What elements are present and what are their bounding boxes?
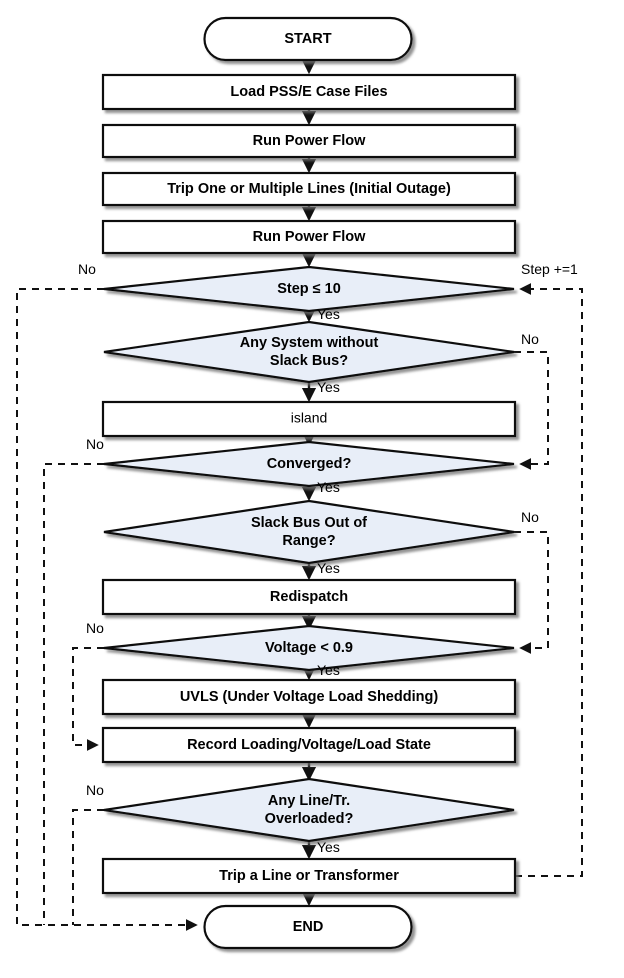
node-shape-overloaded — [103, 777, 515, 843]
edge-label-slackbus-yes: Yes — [317, 379, 340, 395]
node-end[interactable]: END — [203, 904, 413, 950]
node-label-uvls: UVLS (Under Voltage Load Shedding) — [180, 689, 438, 705]
node-shape-voltage — [103, 624, 515, 672]
node-shape-slackbus — [103, 320, 515, 384]
node-shape-pf2 — [101, 219, 517, 255]
node-label-record: Record Loading/Voltage/Load State — [187, 737, 431, 753]
node-slackrange[interactable]: Slack Bus Out of Range? — [103, 499, 515, 565]
node-load[interactable]: Load PSS/E Case Files — [101, 73, 517, 111]
node-label-slackbus: Slack Bus? — [270, 353, 348, 369]
edge-label-step-no: No — [78, 261, 96, 277]
node-trip[interactable]: Trip One or Multiple Lines (Initial Outa… — [101, 171, 517, 207]
node-converged[interactable]: Converged? — [103, 440, 515, 488]
node-shape-redispatch — [101, 578, 517, 616]
node-voltage[interactable]: Voltage < 0.9 — [103, 624, 515, 672]
edge-step-no-to-end — [16, 288, 198, 931]
node-label-converged: Converged? — [267, 456, 352, 472]
node-label-load: Load PSS/E Case Files — [230, 84, 387, 100]
node-shape-start — [203, 16, 413, 62]
node-step[interactable]: Step ≤ 10 — [103, 265, 515, 313]
node-label-voltage: Voltage < 0.9 — [265, 640, 353, 656]
node-start[interactable]: START — [203, 16, 413, 62]
node-label-end: END — [293, 919, 324, 935]
node-shape-island — [101, 400, 517, 438]
node-shape-trip — [101, 171, 517, 207]
edge-label-slackbus-no: No — [521, 331, 539, 347]
edge-label-step-increment: Step +=1 — [521, 261, 578, 277]
node-record[interactable]: Record Loading/Voltage/Load State — [101, 726, 517, 764]
edge-label-converged-no: No — [86, 436, 104, 452]
node-shape-pf1 — [101, 123, 517, 159]
node-shape-converged — [103, 440, 515, 488]
node-shape-tripline — [101, 857, 517, 895]
edge-label-slackrange-yes: Yes — [317, 560, 340, 576]
node-shape-end — [203, 904, 413, 950]
node-shape-record — [101, 726, 517, 764]
node-shape-uvls — [101, 678, 517, 716]
node-overloaded[interactable]: Any Line/Tr. Overloaded? — [103, 777, 515, 843]
node-label-slackrange: Slack Bus Out of — [251, 515, 367, 531]
node-label-slackbus: Any System without — [240, 335, 379, 351]
node-label-redispatch: Redispatch — [270, 589, 348, 605]
edge-label-slackrange-no: No — [521, 509, 539, 525]
edge-label-voltage-no: No — [86, 620, 104, 636]
edge-slackrange-no-to-voltage — [514, 531, 549, 654]
node-uvls[interactable]: UVLS (Under Voltage Load Shedding) — [101, 678, 517, 716]
edge-label-overloaded-yes: Yes — [317, 839, 340, 855]
edge-overloaded-no-to-end — [72, 809, 104, 925]
node-island[interactable]: island — [101, 400, 517, 438]
node-pf2[interactable]: Run Power Flow — [101, 219, 517, 255]
edge-converged-no-to-end — [43, 463, 104, 925]
edge-label-converged-yes: Yes — [317, 479, 340, 495]
dashed-edge-group — [16, 283, 583, 931]
node-tripline[interactable]: Trip a Line or Transformer — [101, 857, 517, 895]
node-label-overloaded: Overloaded? — [265, 811, 354, 827]
edge-label-voltage-yes: Yes — [317, 662, 340, 678]
node-shape-step — [103, 265, 515, 313]
node-label-island: island — [291, 410, 328, 426]
node-label-pf1: Run Power Flow — [253, 133, 367, 149]
edge-label-overloaded-no: No — [86, 782, 104, 798]
node-label-tripline: Trip a Line or Transformer — [219, 868, 399, 884]
node-shape-load — [101, 73, 517, 111]
node-shape-slackrange — [103, 499, 515, 565]
node-redispatch[interactable]: Redispatch — [101, 578, 517, 616]
node-pf1[interactable]: Run Power Flow — [101, 123, 517, 159]
node-label-start: START — [284, 31, 331, 47]
edge-voltage-no-to-record — [72, 647, 104, 751]
node-label-trip: Trip One or Multiple Lines (Initial Outa… — [167, 181, 451, 197]
node-label-pf2: Run Power Flow — [253, 229, 367, 245]
node-label-overloaded: Any Line/Tr. — [268, 793, 350, 809]
node-label-step: Step ≤ 10 — [277, 281, 341, 297]
edge-slackbus-no-to-converged — [514, 351, 549, 470]
node-label-slackrange: Range? — [282, 533, 335, 549]
edge-label-step-yes: Yes — [317, 306, 340, 322]
